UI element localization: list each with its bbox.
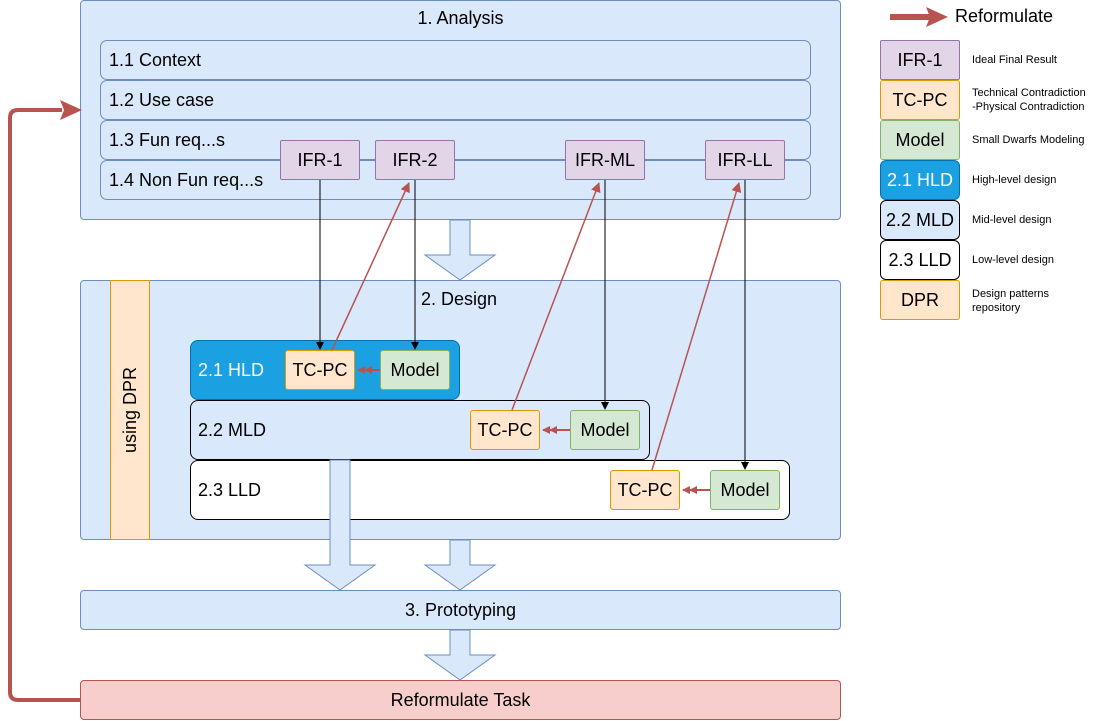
lld-tcpc: TC-PC [610, 470, 680, 510]
hld-tcpc: TC-PC [285, 350, 355, 390]
design-title: 2. Design [420, 288, 498, 309]
lld-model: Model [710, 470, 780, 510]
hld-model: Model [380, 350, 450, 390]
reformulate-task-box: Reformulate Task [80, 680, 841, 720]
mld-label: 2.2 MLD [198, 419, 267, 440]
legend-ifr-key: IFR-1 [880, 40, 960, 80]
legend-hld-key: 2.1 HLD [880, 160, 960, 200]
non-functional-requirements-row: 1.4 Non Fun req...s [100, 160, 811, 200]
ifr-ml-box: IFR-ML [565, 140, 645, 180]
mld-model: Model [570, 410, 640, 450]
legend-dpr-desc: Design patterns repository [972, 288, 1050, 314]
legend-dpr-key: DPR [880, 280, 960, 320]
ifr-2-box: IFR-2 [375, 140, 455, 180]
legend-tcpc-desc: Technical Contradiction -Physical Contra… [972, 87, 1086, 113]
legend-lld-key: 2.3 LLD [880, 240, 960, 280]
context-row: 1.1 Context [100, 40, 811, 80]
functional-requirements-row: 1.3 Fun req...s [100, 120, 811, 160]
analysis-to-design-arrow [423, 219, 497, 281]
prototyping-to-reformulate-arrow [423, 629, 497, 681]
legend-hld-desc: High-level design [972, 174, 1057, 186]
use-case-row: 1.2 Use case [100, 80, 811, 120]
analysis-title: 1. Analysis [417, 7, 504, 28]
mld-tcpc: TC-PC [470, 410, 540, 450]
mld-tcpc-to-ifrml-line [511, 182, 601, 411]
legend-reformulate-label: Reformulate [955, 5, 1054, 26]
ifr-ll-box: IFR-LL [705, 140, 785, 180]
design-to-prototyping-arrow [423, 539, 497, 591]
legend-tcpc-key: TC-PC [880, 80, 960, 120]
legend-mld-desc: Mid-level design [972, 214, 1052, 226]
hld-label: 2.1 HLD [198, 359, 265, 380]
lld-to-prototyping-arrow [303, 459, 377, 591]
lld-tcpc-to-ifrll-line [651, 182, 742, 471]
lld-label: 2.3 LLD [198, 479, 262, 500]
reformulate-loop-arrow [8, 108, 80, 702]
ifr-1-box: IFR-1 [280, 140, 360, 180]
legend-lld-desc: Low-level design [972, 254, 1054, 266]
hld-tcpc-to-ifr2-line [331, 182, 410, 351]
legend-model-key: Model [880, 120, 960, 160]
legend-ifr-desc: Ideal Final Result [972, 54, 1057, 66]
legend-mld-key: 2.2 MLD [880, 200, 960, 240]
dpr-bar [110, 280, 150, 540]
legend-model-desc: Small Dwarfs Modeling [972, 134, 1085, 146]
